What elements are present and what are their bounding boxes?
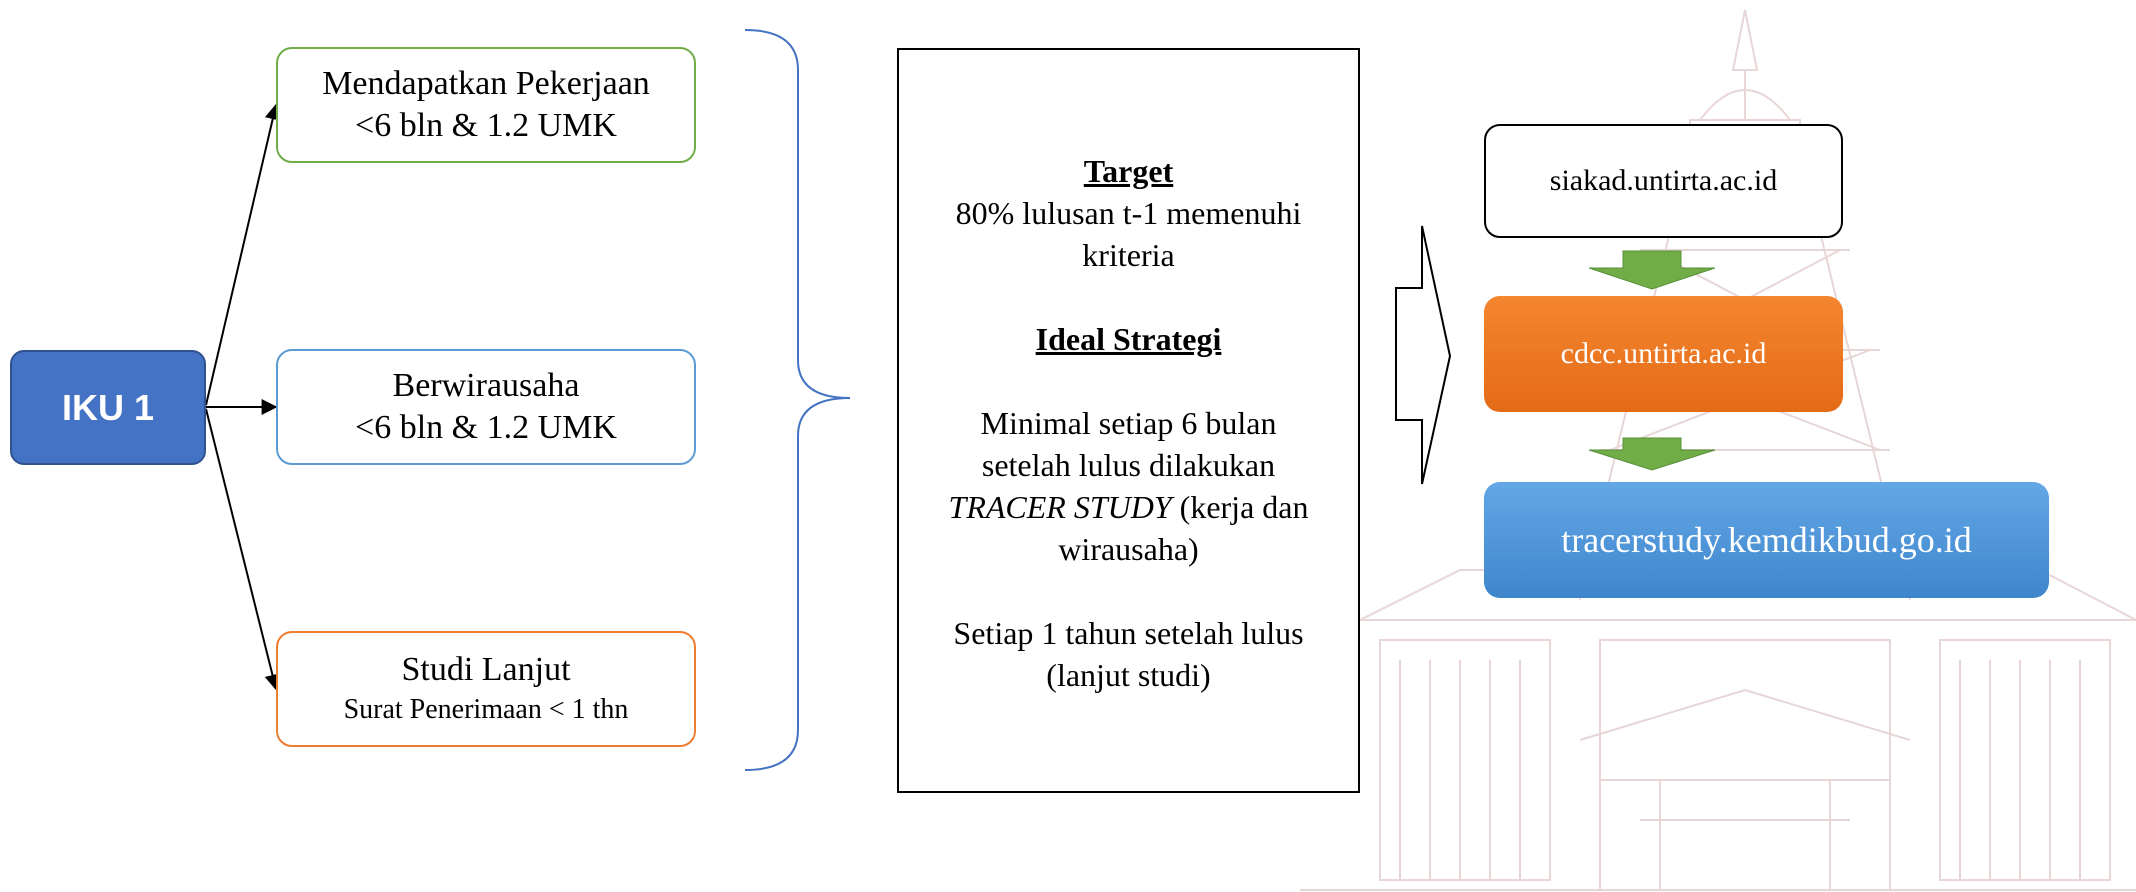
- strategy-heading: Ideal Strategi: [1035, 321, 1222, 357]
- criterion-employment-subtitle: <6 bln & 1.2 UMK: [355, 107, 617, 144]
- iku-1-label: IKU 1: [61, 386, 155, 428]
- criterion-further-study-title: Studi Lanjut: [401, 651, 571, 688]
- down-arrow-2: [1588, 437, 1716, 471]
- strategy-text-line-3: TRACER STUDY (kerja dan: [929, 486, 1328, 528]
- annual-text-line-1: Setiap 1 tahun setelah lulus: [953, 615, 1304, 651]
- tracerstudy-site-label: tracerstudy.kemdikbud.go.id: [1561, 520, 1972, 560]
- criterion-further-study-box: Studi Lanjut Surat Penerimaan < 1 thn: [276, 631, 696, 747]
- right-curly-brace: [744, 29, 851, 771]
- criterion-employment-title: Mendapatkan Pekerjaan: [322, 65, 650, 102]
- big-right-arrow: [1395, 225, 1452, 485]
- arrow-to-further-study: [205, 408, 281, 691]
- siakad-site-label: siakad.untirta.ac.id: [1549, 164, 1778, 197]
- iku-1-box: IKU 1: [10, 350, 206, 465]
- target-text-line-2: kriteria: [1082, 237, 1175, 273]
- cdcc-site-label: cdcc.untirta.ac.id: [1560, 337, 1767, 370]
- arrow-to-employment: [205, 103, 281, 406]
- cdcc-site-box: cdcc.untirta.ac.id: [1484, 296, 1843, 412]
- strategy-text-line-1: Minimal setiap 6 bulan: [980, 405, 1277, 441]
- down-arrow-1: [1588, 250, 1716, 290]
- strategy-text-line-3-rest: (kerja dan: [1171, 489, 1309, 525]
- tracerstudy-site-box: tracerstudy.kemdikbud.go.id: [1484, 482, 2049, 598]
- criterion-entrepreneurship-subtitle: <6 bln & 1.2 UMK: [355, 409, 617, 446]
- strategy-text-line-4: wirausaha): [1058, 531, 1199, 567]
- criterion-entrepreneurship-title: Berwirausaha: [392, 367, 580, 404]
- tracer-study-term: TRACER STUDY: [948, 489, 1172, 525]
- siakad-site-box: siakad.untirta.ac.id: [1484, 124, 1843, 238]
- target-text-line-1: 80% lulusan t-1 memenuhi: [955, 195, 1302, 231]
- criterion-entrepreneurship-box: Berwirausaha <6 bln & 1.2 UMK: [276, 349, 696, 465]
- strategy-text-line-2: setelah lulus dilakukan: [981, 447, 1276, 483]
- target-strategy-box: Target 80% lulusan t-1 memenuhi kriteria…: [897, 48, 1360, 793]
- annual-text-line-2: (lanjut studi): [1046, 657, 1211, 693]
- criterion-further-study-subtitle: Surat Penerimaan < 1 thn: [343, 694, 629, 725]
- criterion-employment-box: Mendapatkan Pekerjaan <6 bln & 1.2 UMK: [276, 47, 696, 163]
- target-heading: Target: [1083, 153, 1174, 189]
